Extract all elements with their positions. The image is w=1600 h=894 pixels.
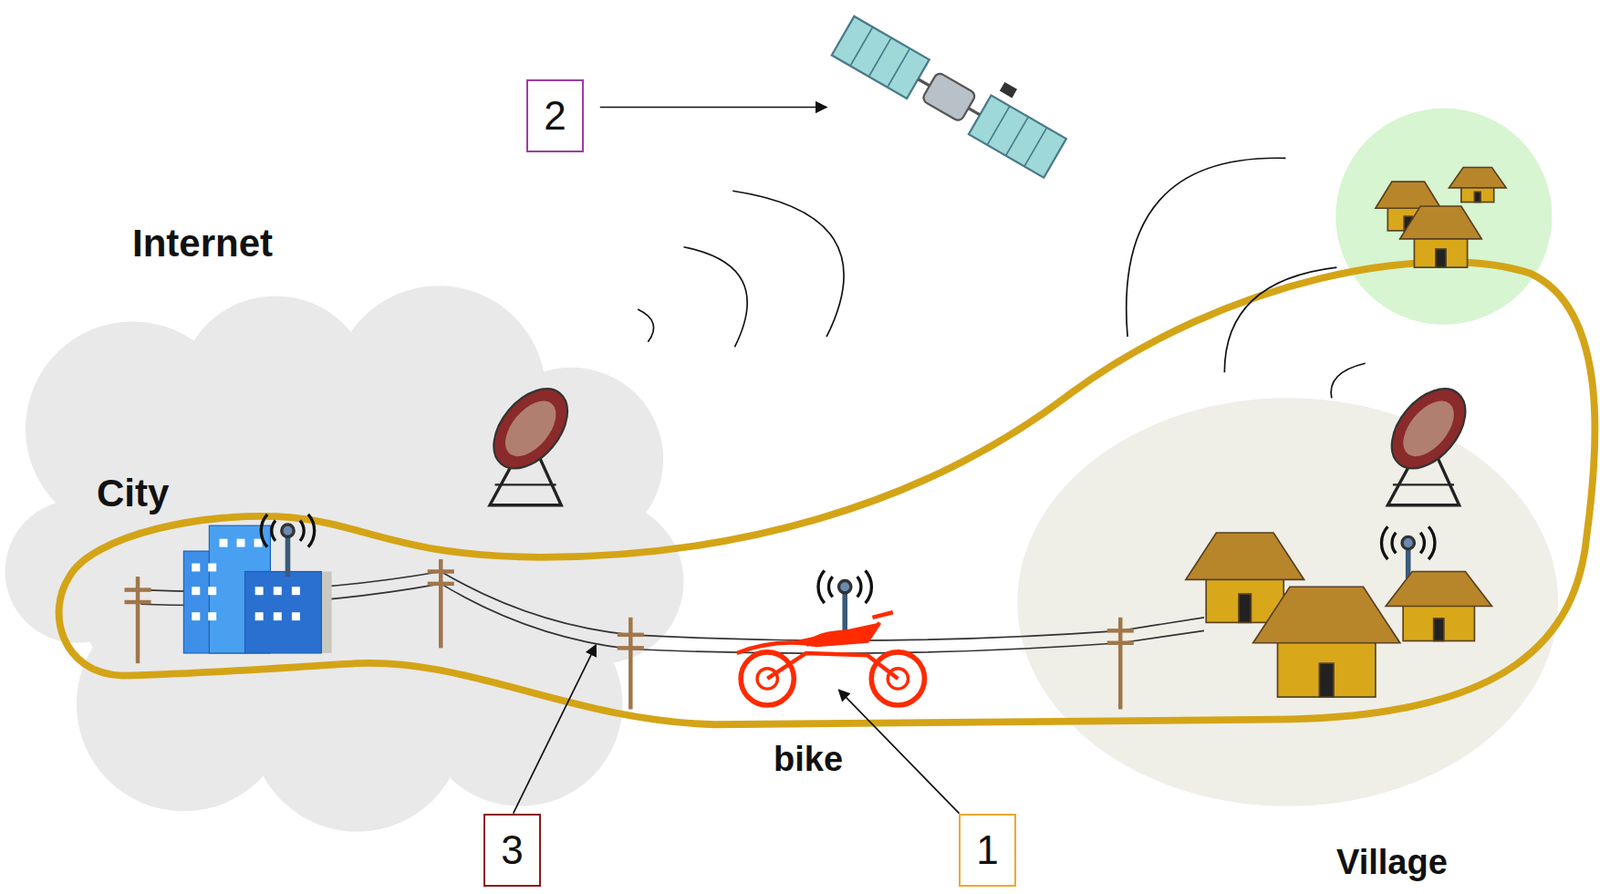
callout-box: 3 — [483, 813, 541, 887]
leader-lines — [513, 106, 960, 813]
satellite-dishes — [478, 374, 1480, 506]
place-label: Village — [1336, 843, 1448, 883]
callout-number: 2 — [543, 93, 566, 138]
village-region-small — [1335, 108, 1552, 325]
callout-number: 3 — [500, 828, 523, 873]
place-label: bike — [773, 740, 843, 780]
power-poles — [124, 559, 1133, 709]
motorbike — [737, 612, 925, 706]
village-region — [1017, 397, 1559, 806]
power-lines — [140, 571, 1205, 654]
callout-box: 1 — [958, 813, 1017, 887]
antennas — [260, 514, 1435, 638]
satellite — [831, 0, 1076, 177]
place-label: City — [96, 472, 169, 515]
place-label: Internet — [132, 222, 273, 265]
callout-number: 1 — [976, 828, 998, 873]
road — [59, 261, 1596, 725]
huts — [1185, 166, 1507, 697]
callout-box: 2 — [526, 79, 584, 153]
radio-waves — [637, 157, 1366, 398]
